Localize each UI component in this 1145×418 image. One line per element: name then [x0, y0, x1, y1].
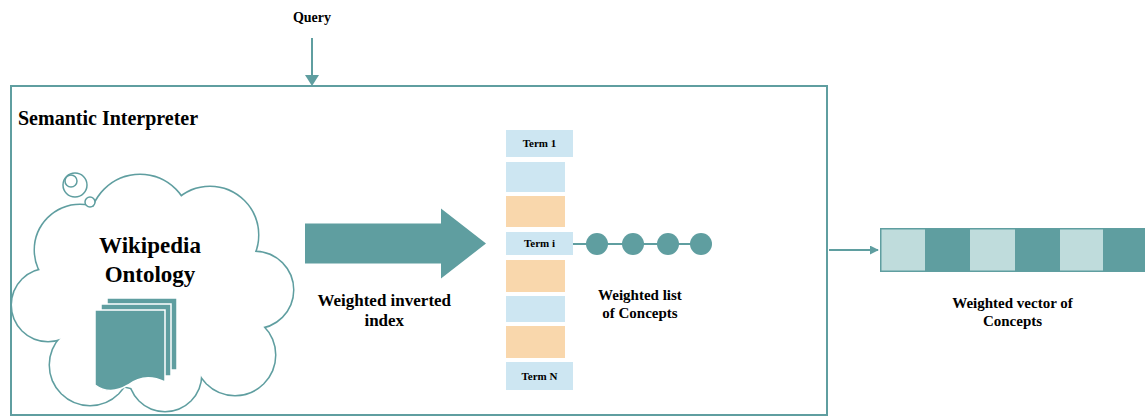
index-row: [506, 296, 565, 322]
index-term-box: Term 1: [506, 130, 573, 157]
concept-chain: [586, 233, 712, 255]
interpreter-frame: Wikipedia Ontology Term 1 Term i Term N Sema…: [10, 85, 828, 416]
vector-cell: [880, 228, 925, 272]
index-term-box: Term N: [506, 362, 573, 390]
ontology-cloud: Wikipedia Ontology: [10, 150, 295, 415]
concept-dot: [657, 233, 679, 255]
term-label: Term N: [506, 362, 573, 390]
thought-bubbles: [63, 173, 95, 207]
inverted-index-column: [506, 130, 565, 390]
vector-cell: [925, 228, 970, 272]
vector-border: [881, 229, 1145, 272]
vector-cell: [1015, 228, 1060, 272]
edge-label: Weighted inverted index: [314, 291, 454, 332]
query-arrow-line: [311, 38, 313, 77]
index-row: [506, 260, 565, 292]
index-row: [506, 196, 565, 227]
list-caption: Weighted list of Concepts: [598, 286, 683, 322]
vector-bar: [880, 228, 1145, 272]
frame-title: Semantic Interpreter: [18, 107, 198, 130]
vector-cell: [1060, 228, 1103, 272]
vector-cell: [970, 228, 1015, 272]
index-row: [506, 326, 565, 358]
concept-dot: [586, 233, 608, 255]
term-label: Term 1: [506, 130, 573, 157]
vector-cell: [1103, 228, 1145, 272]
index-row: [506, 162, 565, 192]
index-term-box: Term i: [506, 232, 573, 255]
cloud-fill: [60, 210, 240, 390]
flow-arrow: [829, 249, 878, 251]
term-label: Term i: [506, 232, 573, 255]
cloud-lobe: [60, 210, 240, 390]
input-label: Query: [272, 10, 352, 27]
concept-vector: Weighted vector of Concepts: [880, 228, 1145, 343]
block-arrow: [305, 209, 486, 279]
concept-dot: [622, 233, 644, 255]
concept-dot: [690, 233, 712, 255]
document-icon: [95, 298, 177, 391]
ontology-label: Wikipedia Ontology: [85, 232, 215, 290]
vector-label: Weighted vector of Concepts: [943, 294, 1083, 330]
